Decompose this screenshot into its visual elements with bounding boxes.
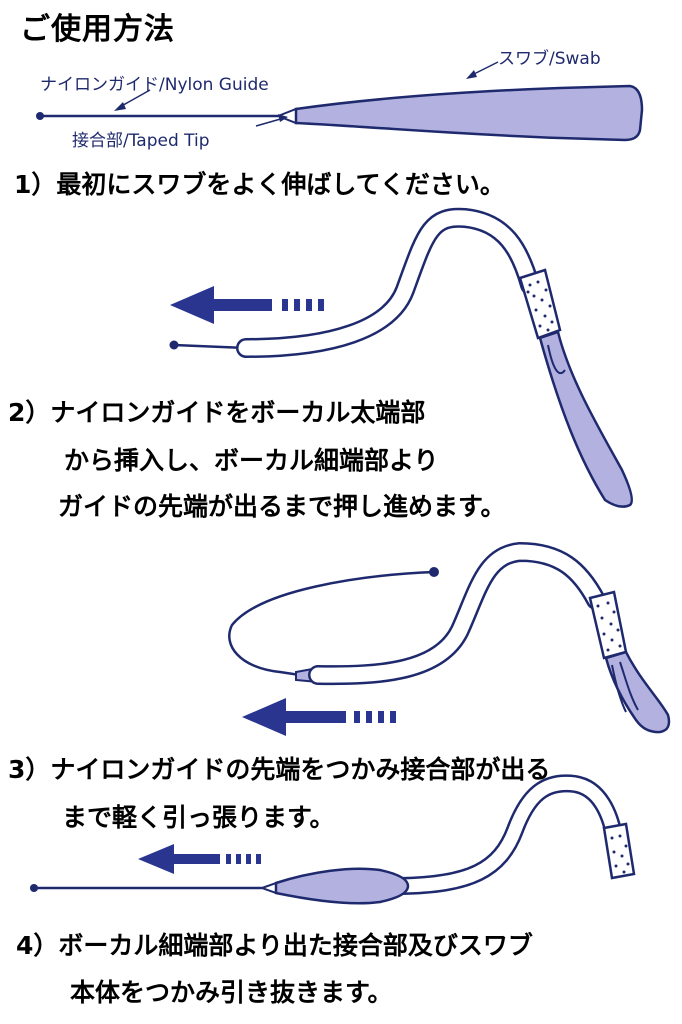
nylon-guide-label: ナイロンガイド/Nylon Guide [40, 75, 269, 95]
step-1-line-1: 1）最初にスワブをよく伸ばしてください。 [14, 170, 505, 199]
step-2-line-2: から挿入し、ボーカル細端部より [64, 446, 439, 475]
step-2-line-3: ガイドの先端が出るまで押し進めます。 [58, 492, 506, 521]
step3-figure [30, 774, 636, 905]
taped-tip-label: 接合部/Taped Tip [72, 131, 210, 151]
nylon-guide-tip [36, 112, 44, 120]
swab-body [294, 84, 644, 142]
step2-figure [228, 541, 671, 736]
step-2-line-1: 2）ナイロンガイドをボーカル太端部 [8, 398, 426, 427]
swab-label: スワブ/Swab [498, 49, 601, 69]
step-4-line-1: 4）ボーカル細端部より出た接合部及びスワブ [16, 931, 533, 960]
page-title: ご使用方法 [20, 12, 175, 47]
step-3-line-1: 3）ナイロンガイドの先端をつかみ接合部が出る [8, 755, 551, 784]
step1-figure [169, 207, 633, 508]
step-3-line-2: まで軽く引っ張ります。 [62, 803, 335, 832]
step-4-line-2: 本体をつかみ引き抜きます。 [70, 978, 393, 1007]
